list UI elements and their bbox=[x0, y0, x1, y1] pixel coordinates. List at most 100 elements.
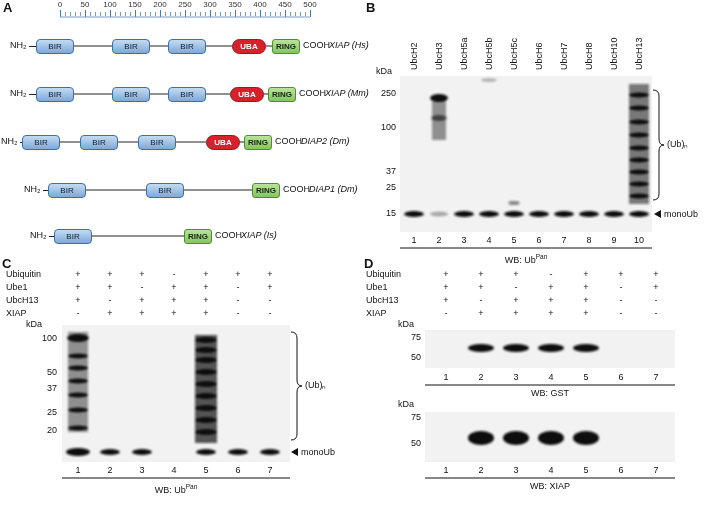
scale-number: 0 bbox=[58, 0, 62, 9]
scale-ruler bbox=[60, 12, 310, 16]
lane-number: 4 bbox=[548, 465, 553, 476]
sign-mark: + bbox=[513, 295, 518, 306]
arrowhead bbox=[291, 448, 298, 456]
protein-name: DIAP1 (Dm) bbox=[309, 184, 358, 195]
kda-unit: kDa bbox=[398, 319, 414, 330]
scale-number: 300 bbox=[203, 0, 216, 9]
sign-mark: - bbox=[269, 308, 272, 319]
sign-mark: + bbox=[139, 269, 144, 280]
scale-number: 450 bbox=[278, 0, 291, 9]
lane-number: 8 bbox=[586, 235, 591, 246]
panel-letter: A bbox=[3, 1, 12, 15]
domain-label: BIR bbox=[124, 42, 137, 51]
domain-label: RING bbox=[276, 42, 296, 51]
backbone-line bbox=[184, 190, 252, 191]
domain-label: BIR bbox=[92, 138, 105, 147]
lane-name: UbcH6 bbox=[534, 42, 545, 70]
arrowhead bbox=[654, 210, 661, 218]
lane-name: UbcH7 bbox=[559, 42, 570, 70]
terminus-label: COOH bbox=[303, 40, 330, 51]
bracket-label: (Ub)ₙ bbox=[667, 139, 689, 150]
scale-number: 150 bbox=[128, 0, 141, 9]
label-group: WB: UbPan bbox=[505, 251, 548, 266]
lane-name: UbcH5b bbox=[484, 37, 495, 70]
lane-number: 5 bbox=[203, 465, 208, 476]
sign-mark: + bbox=[513, 308, 518, 319]
domain-label: BIR bbox=[66, 232, 79, 241]
row-label: Ube1 bbox=[6, 282, 28, 293]
domain-label: BIR bbox=[158, 186, 171, 195]
bir-domain: BIR bbox=[54, 229, 92, 244]
marker-size: 75 bbox=[411, 412, 421, 423]
bir-domain: BIR bbox=[36, 87, 74, 102]
domain-label: BIR bbox=[48, 90, 61, 99]
row-label: UbcH13 bbox=[6, 295, 39, 306]
backbone-line bbox=[150, 94, 168, 95]
sign-mark: + bbox=[583, 282, 588, 293]
domain-label: RING bbox=[256, 186, 276, 195]
marker-size: 37 bbox=[386, 166, 396, 177]
sign-mark: - bbox=[77, 308, 80, 319]
sign-mark: + bbox=[548, 282, 553, 293]
antibody-label: WB: Ub bbox=[155, 485, 186, 495]
lane-number: 6 bbox=[618, 465, 623, 476]
antibody-label: WB: GST bbox=[531, 388, 569, 399]
panel-letter: C bbox=[2, 257, 11, 271]
lane-number: 3 bbox=[513, 372, 518, 383]
antibody-label: WB: XIAP bbox=[530, 481, 570, 492]
lane-number: 5 bbox=[583, 465, 588, 476]
sign-mark: + bbox=[139, 308, 144, 319]
sign-mark: + bbox=[107, 282, 112, 293]
marker-size: 25 bbox=[386, 182, 396, 193]
lane-name: UbcH8 bbox=[584, 42, 595, 70]
marker-size: 100 bbox=[381, 122, 396, 133]
bir-domain: BIR bbox=[22, 135, 60, 150]
sign-mark: - bbox=[109, 295, 112, 306]
terminus-label: NH₂ bbox=[30, 230, 47, 241]
sign-mark: + bbox=[443, 295, 448, 306]
sign-mark: + bbox=[443, 269, 448, 280]
lane-name: UbcH13 bbox=[634, 37, 645, 70]
domain-label: BIR bbox=[180, 42, 193, 51]
lane-number: 2 bbox=[436, 235, 441, 246]
backbone-line bbox=[92, 236, 184, 237]
lane-number: 2 bbox=[478, 372, 483, 383]
underline bbox=[425, 478, 675, 479]
sign-mark: + bbox=[171, 295, 176, 306]
lane-number: 4 bbox=[171, 465, 176, 476]
row-label: Ube1 bbox=[366, 282, 388, 293]
domain-label: BIR bbox=[60, 186, 73, 195]
protein-name: DIAP2 (Dm) bbox=[301, 136, 350, 147]
lane-number: 6 bbox=[235, 465, 240, 476]
sign-mark: + bbox=[267, 269, 272, 280]
kda-unit: kDa bbox=[26, 319, 42, 330]
sign-mark: - bbox=[480, 295, 483, 306]
scale-number: 200 bbox=[153, 0, 166, 9]
bir-domain: BIR bbox=[168, 39, 206, 54]
domain-label: BIR bbox=[180, 90, 193, 99]
bracket bbox=[291, 332, 302, 440]
sign-mark: + bbox=[203, 295, 208, 306]
terminus-label: COOH bbox=[299, 88, 326, 99]
sign-mark: + bbox=[75, 269, 80, 280]
panel-letter: B bbox=[366, 1, 375, 15]
protein-name: XIAP (Is) bbox=[241, 230, 277, 241]
sign-mark: - bbox=[173, 269, 176, 280]
bir-domain: BIR bbox=[146, 183, 184, 198]
sign-mark: + bbox=[653, 282, 658, 293]
domain-label: BIR bbox=[150, 138, 163, 147]
sign-mark: - bbox=[515, 282, 518, 293]
sign-mark: - bbox=[620, 308, 623, 319]
marker-size: 250 bbox=[381, 88, 396, 99]
bir-domain: BIR bbox=[48, 183, 86, 198]
lane-number: 1 bbox=[411, 235, 416, 246]
sign-mark: + bbox=[583, 308, 588, 319]
domain-label: BIR bbox=[48, 42, 61, 51]
sign-mark: - bbox=[550, 269, 553, 280]
terminus-label: NH₂ bbox=[24, 184, 41, 195]
bir-domain: BIR bbox=[168, 87, 206, 102]
row-label: Ubiquitin bbox=[6, 269, 41, 280]
sign-mark: + bbox=[171, 308, 176, 319]
sign-mark: + bbox=[171, 282, 176, 293]
